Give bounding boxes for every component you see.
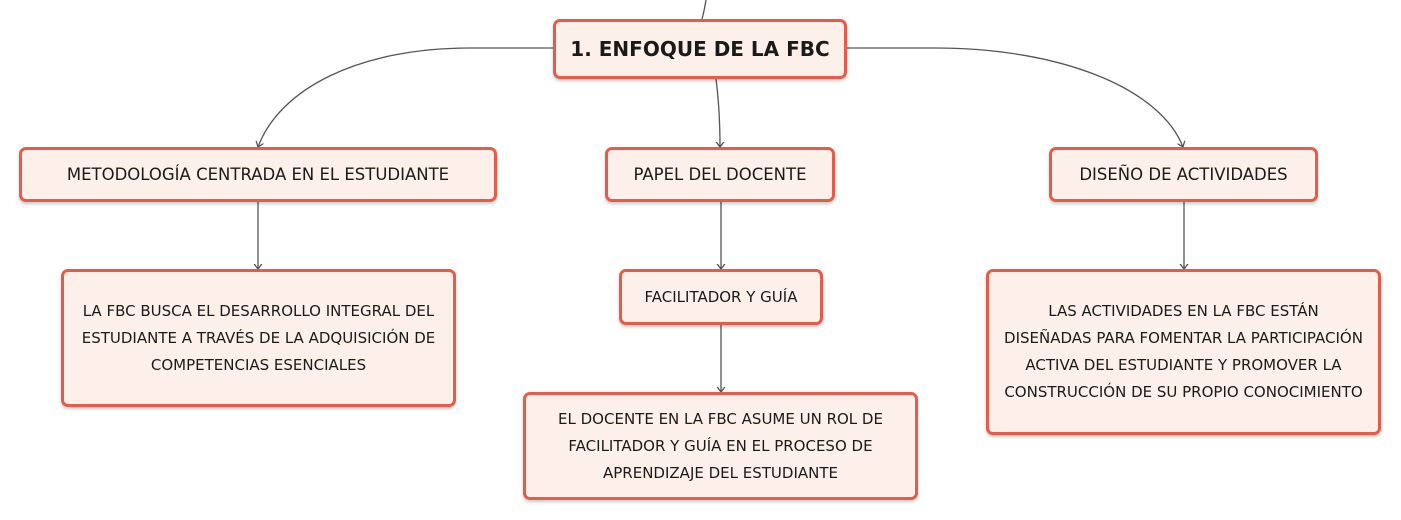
connector-root-to-teacher-role: [715, 78, 720, 147]
subtopic-label-methodology-detail: LA FBC BUSCA EL DESARROLLO INTEGRAL DEL …: [81, 301, 436, 374]
subtopic-node-activity-design-detail[interactable]: LAS ACTIVIDADES EN LA FBC ESTÁN DISEÑADA…: [986, 269, 1381, 435]
subtopic-node-methodology-detail[interactable]: LA FBC BUSCA EL DESARROLLO INTEGRAL DEL …: [61, 269, 456, 407]
central-topic-node[interactable]: 1. ENFOQUE DE LA FBC: [553, 19, 847, 79]
connector-root-to-methodology: [258, 47, 553, 147]
subtopic-node-facilitator[interactable]: FACILITADOR Y GUÍA: [619, 269, 823, 325]
central-topic-label: 1. ENFOQUE DE LA FBC: [570, 37, 830, 61]
topic-label-teacher-role: PAPEL DEL DOCENTE: [633, 165, 807, 184]
topic-node-activity-design[interactable]: DISEÑO DE ACTIVIDADES: [1049, 147, 1318, 202]
topic-node-methodology[interactable]: METODOLOGÍA CENTRADA EN EL ESTUDIANTE: [19, 147, 497, 202]
subtopic-label-activity-design-detail: LAS ACTIVIDADES EN LA FBC ESTÁN DISEÑADA…: [1004, 302, 1363, 401]
topic-node-teacher-role[interactable]: PAPEL DEL DOCENTE: [605, 147, 835, 202]
topic-label-activity-design: DISEÑO DE ACTIVIDADES: [1079, 165, 1288, 184]
connector-parent-to-root: [701, 0, 707, 20]
topic-label-methodology: METODOLOGÍA CENTRADA EN EL ESTUDIANTE: [66, 165, 450, 184]
subtopic-label-facilitator: FACILITADOR Y GUÍA: [644, 287, 798, 306]
subtopic-node-teacher-role-detail[interactable]: EL DOCENTE EN LA FBC ASUME UN ROL DE FAC…: [523, 392, 918, 500]
subtopic-label-teacher-role-detail: EL DOCENTE EN LA FBC ASUME UN ROL DE FAC…: [558, 409, 883, 482]
connector-root-to-activity-design: [847, 47, 1183, 147]
